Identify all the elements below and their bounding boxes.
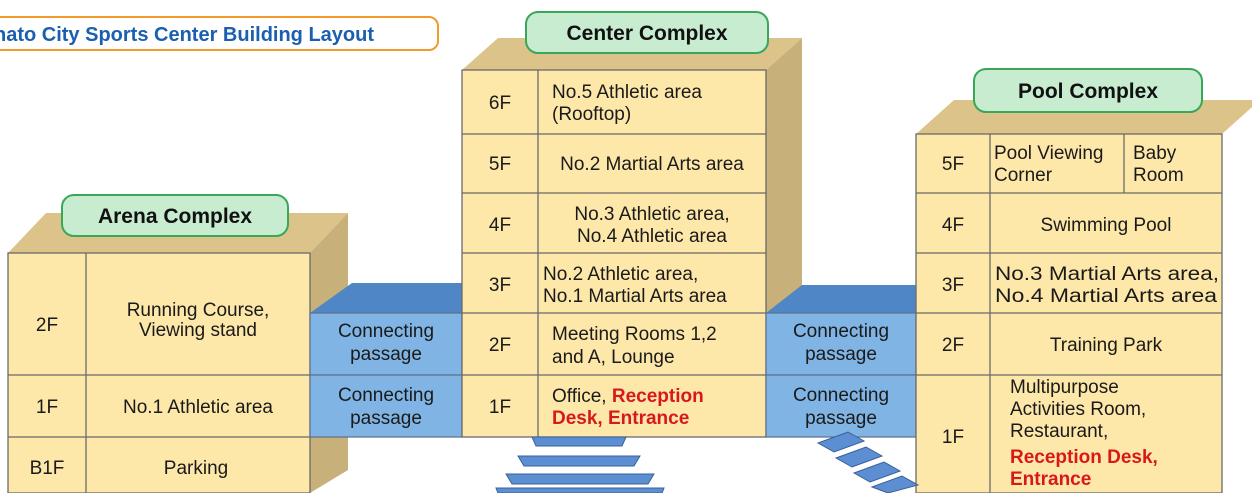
arena-label-text: Arena Complex xyxy=(98,205,252,228)
room-name: No.3 Athletic area, xyxy=(574,204,729,225)
side-entrance-stairs xyxy=(816,431,920,493)
arena-floor-b1f: B1F Parking xyxy=(30,458,229,479)
entrance-highlight: Desk, Entrance xyxy=(552,408,689,429)
room-name: Pool Viewing xyxy=(994,143,1104,164)
center-floor-2f: 2F Meeting Rooms 1,2 and A, Lounge xyxy=(489,324,717,368)
room-name: Swimming Pool xyxy=(1041,215,1172,236)
room-name: Restaurant, xyxy=(1010,421,1108,442)
passage-label: Connecting xyxy=(793,321,889,342)
passage-label: Connecting xyxy=(793,385,889,406)
entrance-highlight: Entrance xyxy=(1010,469,1091,490)
floor-number: 1F xyxy=(942,427,964,448)
center-label-text: Center Complex xyxy=(566,22,727,45)
room-name: No.4 Athletic area xyxy=(577,226,727,247)
passage-label: Connecting xyxy=(338,385,434,406)
pool-label-text: Pool Complex xyxy=(1018,80,1158,103)
floor-number: 4F xyxy=(489,215,511,236)
room-name: No.5 Athletic area xyxy=(552,82,702,103)
room-name: Training Park xyxy=(1050,335,1163,356)
floor-number: 5F xyxy=(489,154,511,175)
left-connecting-passage: Connecting passage Connecting passage xyxy=(309,283,500,438)
center-complex: Center Complex 6F No.5 Athletic area (Ro… xyxy=(461,11,802,438)
arena-complex: Arena Complex 2F Running Course, Viewing… xyxy=(7,194,348,493)
diagram-title: nato City Sports Center Building Layout xyxy=(0,24,374,46)
right-connecting-passage: Connecting passage Connecting passage xyxy=(765,285,952,438)
floor-number: 1F xyxy=(489,397,511,418)
passage-label: passage xyxy=(350,408,422,429)
pool-floor-1f: 1F Multipurpose Activities Room, Restaur… xyxy=(942,377,1158,490)
room-name: Parking xyxy=(164,458,228,479)
floor-number: 1F xyxy=(36,397,58,418)
arena-label: Arena Complex xyxy=(61,194,289,237)
room-name-part: Office, xyxy=(552,386,612,407)
passage-top xyxy=(766,285,952,313)
passage-label: Connecting xyxy=(338,321,434,342)
floor-number: 3F xyxy=(489,275,511,296)
pool-floor-4f: 4F Swimming Pool xyxy=(942,215,1172,236)
room-name: Activities Room, xyxy=(1010,399,1146,420)
passage-label: passage xyxy=(805,344,877,365)
reception-highlight: Reception xyxy=(612,386,704,407)
room-name: No.2 Martial Arts area xyxy=(560,154,744,175)
room-name: Office, Reception xyxy=(552,386,704,407)
pool-floor-2f: 2F Training Park xyxy=(942,335,1163,356)
pool-floor-5f: 5F Pool Viewing Corner Baby Room xyxy=(942,143,1184,186)
passage-label: passage xyxy=(805,408,877,429)
center-side xyxy=(766,38,802,313)
pool-complex: Pool Complex 5F Pool Viewing Corner Baby… xyxy=(915,68,1252,493)
center-entrance-stairs xyxy=(495,436,665,493)
room-name: No.4 Martial Arts area xyxy=(995,286,1218,307)
arena-floor-2f: 2F Running Course, Viewing stand xyxy=(36,300,269,341)
reception-highlight: Reception Desk, xyxy=(1010,447,1158,468)
pool-label: Pool Complex xyxy=(973,68,1203,113)
floor-number: 6F xyxy=(489,93,511,114)
center-floor-4f: 4F No.3 Athletic area, No.4 Athletic are… xyxy=(489,204,730,247)
room-name: and A, Lounge xyxy=(552,347,675,368)
title-badge: nato City Sports Center Building Layout xyxy=(0,16,439,51)
room-name: Viewing stand xyxy=(139,320,257,341)
passage-label: passage xyxy=(350,344,422,365)
arena-facade xyxy=(7,252,311,493)
room-name: Meeting Rooms 1,2 xyxy=(552,324,717,345)
passage-top xyxy=(310,283,500,313)
floor-number: B1F xyxy=(30,458,65,479)
room-name: No.1 Martial Arts area xyxy=(543,286,727,307)
floor-number: 4F xyxy=(942,215,964,236)
room-name: No.3 Martial Arts area, xyxy=(995,264,1219,285)
center-floor-1f: 1F Office, Reception Desk, Entrance xyxy=(489,386,704,429)
room-name: Running Course, xyxy=(127,300,270,321)
floor-number: 2F xyxy=(942,335,964,356)
floor-number: 2F xyxy=(489,335,511,356)
room-name: Corner xyxy=(994,165,1053,186)
floor-number: 3F xyxy=(942,275,964,296)
room-name: Baby xyxy=(1133,143,1177,164)
room-name: No.2 Athletic area, xyxy=(543,264,698,285)
pool-floor-3f: 3F No.3 Martial Arts area, No.4 Martial … xyxy=(942,264,1219,307)
center-floor-6f: 6F No.5 Athletic area (Rooftop) xyxy=(489,82,703,125)
center-floor-3f: 3F No.2 Athletic area, No.1 Martial Arts… xyxy=(489,264,727,307)
floor-number: 5F xyxy=(942,154,964,175)
arena-floor-1f: 1F No.1 Athletic area xyxy=(36,397,274,418)
room-name: Room xyxy=(1133,165,1184,186)
center-floor-5f: 5F No.2 Martial Arts area xyxy=(489,154,744,175)
room-name: No.1 Athletic area xyxy=(123,397,273,418)
room-name: Multipurpose xyxy=(1010,377,1119,398)
floor-number: 2F xyxy=(36,315,58,336)
center-label: Center Complex xyxy=(525,11,769,54)
room-name: (Rooftop) xyxy=(552,104,631,125)
